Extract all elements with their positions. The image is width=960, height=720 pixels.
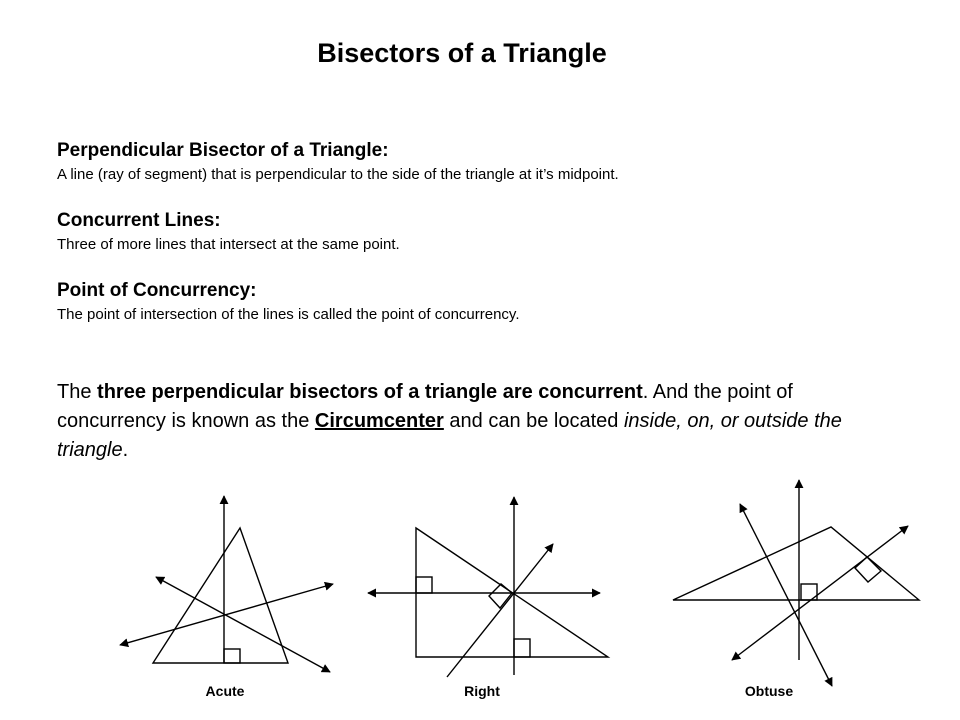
- obtuse-right-angle-marker: [800, 583, 818, 601]
- right-bisector-diagonal: [446, 543, 554, 678]
- right-angle-marker-hypotenuse: [488, 583, 513, 610]
- obtuse-right-angle-marker-diagonal: [854, 556, 883, 583]
- acute-label: Acute: [206, 683, 245, 699]
- desc-point-of-concurrency: The point of intersection of the lines i…: [57, 306, 520, 323]
- circumcenter-term: Circumcenter: [314, 410, 444, 432]
- obtuse-bisector-wide: [731, 525, 909, 661]
- term-point-of-concurrency: Point of Concurrency:: [57, 280, 257, 301]
- summary-text-3: and can be located: [443, 410, 624, 432]
- right-label: Right: [464, 683, 500, 699]
- definitions: Perpendicular Bisector of a Triangle: A …: [57, 138, 917, 348]
- summary-text-2: . And the point of concurrency is known …: [57, 381, 793, 432]
- summary-text-1: The: [57, 381, 98, 403]
- acute-bisector-falling: [155, 576, 331, 673]
- right-angle-marker-bottom: [513, 638, 531, 658]
- right-figure: [367, 496, 611, 678]
- acute-triangle: [151, 526, 289, 664]
- summary-text-4: .: [122, 439, 129, 461]
- term-perpendicular-bisector: Perpendicular Bisector of a Triangle:: [57, 140, 389, 161]
- summary-paragraph: The three perpendicular bisectors of a t…: [57, 378, 877, 465]
- acute-figure: [119, 495, 334, 673]
- page-title: Bisectors of a Triangle: [317, 38, 607, 68]
- acute-bisector-rising: [119, 581, 334, 648]
- right-angle-marker-left: [415, 576, 433, 594]
- term-concurrent-lines: Concurrent Lines:: [57, 210, 221, 231]
- acute-right-angle-marker: [223, 648, 241, 664]
- summary-location-phrase: inside, on, or outside the triangle: [57, 410, 842, 461]
- obtuse-label: Obtuse: [745, 683, 793, 699]
- desc-perpendicular-bisector: A line (ray of segment) that is perpendi…: [57, 166, 619, 183]
- obtuse-figure: [672, 479, 921, 687]
- desc-concurrent-lines: Three of more lines that intersect at th…: [57, 236, 400, 253]
- obtuse-triangle: [672, 526, 921, 601]
- summary-bold-statement: three perpendicular bisectors of a trian…: [97, 381, 643, 403]
